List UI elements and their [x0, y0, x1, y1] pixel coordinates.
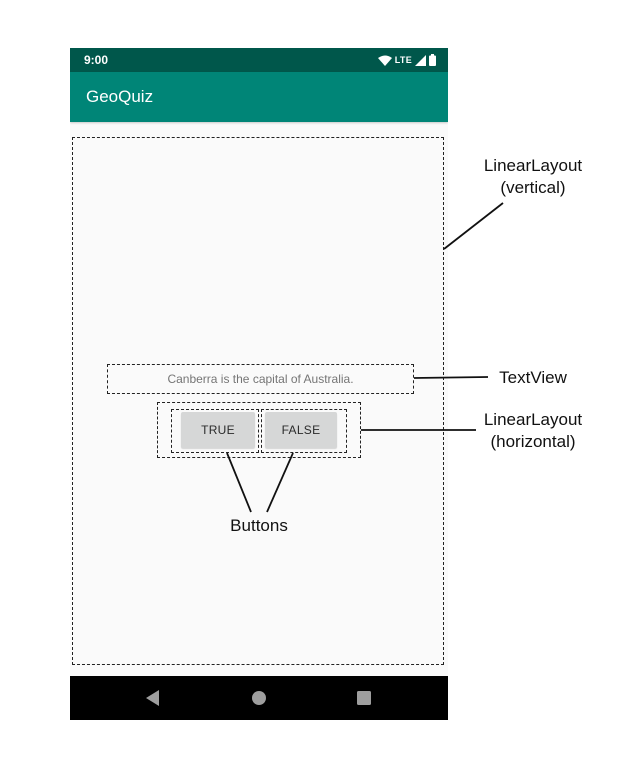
textview-label: TextView: [499, 368, 567, 387]
vertical-layout-label-line1: LinearLayout: [483, 156, 583, 175]
horizontal-layout-label: LinearLayout (horizontal): [468, 409, 598, 453]
app-bar: GeoQuiz: [70, 72, 448, 122]
vertical-layout-label: LinearLayout (vertical): [468, 155, 598, 199]
wifi-icon: [377, 55, 392, 66]
false-button-outline: [261, 409, 347, 453]
vertical-linear-layout-outline: [72, 137, 444, 665]
network-type-label: LTE: [394, 55, 412, 65]
status-icons: LTE: [377, 54, 436, 66]
status-bar: 9:00 LTE: [70, 48, 448, 72]
vertical-layout-label-line2: (vertical): [500, 178, 566, 197]
true-button[interactable]: TRUE: [181, 412, 255, 448]
navigation-bar: [70, 676, 448, 720]
recents-icon[interactable]: [357, 691, 371, 710]
false-button[interactable]: FALSE: [265, 412, 337, 448]
cell-signal-icon: [415, 54, 426, 66]
textview-outline: [107, 364, 414, 394]
true-button-outline: [171, 409, 259, 453]
horizontal-layout-label-line2: (horizontal): [490, 432, 576, 451]
status-time: 9:00: [84, 53, 109, 67]
app-title: GeoQuiz: [86, 87, 154, 106]
question-text-view: Canberra is the capital of Australia.: [167, 372, 354, 386]
phone-screen: 9:00 LTE: [70, 48, 448, 720]
battery-icon: [429, 54, 436, 66]
vertical-layout-leader: [443, 202, 504, 250]
back-icon[interactable]: [146, 690, 160, 711]
horizontal-layout-label-line1: LinearLayout: [483, 410, 583, 429]
horizontal-linear-layout-outline: [157, 402, 361, 458]
buttons-label: Buttons: [230, 516, 288, 535]
home-icon[interactable]: [251, 690, 267, 711]
